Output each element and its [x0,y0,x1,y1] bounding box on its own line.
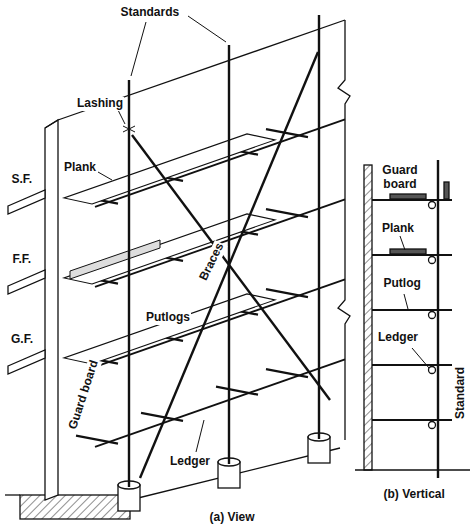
part-label: Guard board [376,164,424,192]
part-label: Standard [454,366,468,420]
scaffold-rod [95,199,345,287]
scaffold-rod [266,289,308,297]
floor-label: F.F. [12,253,33,267]
part-label: Putlog [383,277,422,291]
guard-board [70,240,160,279]
part-label: Ledger [377,331,419,345]
plank [64,214,275,284]
floor-label: S.F. [11,173,34,187]
view-caption: (b) Vertical [383,488,446,502]
plank [64,134,275,204]
part-label: Standards [120,6,181,20]
scaffold-rod [76,436,118,444]
scaffold-rod [141,413,183,421]
scaffold-rod [266,129,308,137]
part-label: Ledger [169,455,211,469]
part-label: Plank [63,161,97,175]
scaffold-rod [216,387,258,395]
view-caption: (a) View [209,511,256,525]
floor-label: G.F. [10,333,34,347]
scaffold-rod [95,359,345,447]
scaffold-rod [266,209,308,217]
scaffold-rod [95,119,345,206]
scaffold-rod [95,279,345,367]
part-label: Lashing [76,97,124,111]
part-label: Plank [381,222,415,236]
part-label: Guard board [66,358,102,433]
scaffold-rod [266,369,308,377]
part-label: Putlogs [145,311,191,325]
plank [64,294,275,364]
